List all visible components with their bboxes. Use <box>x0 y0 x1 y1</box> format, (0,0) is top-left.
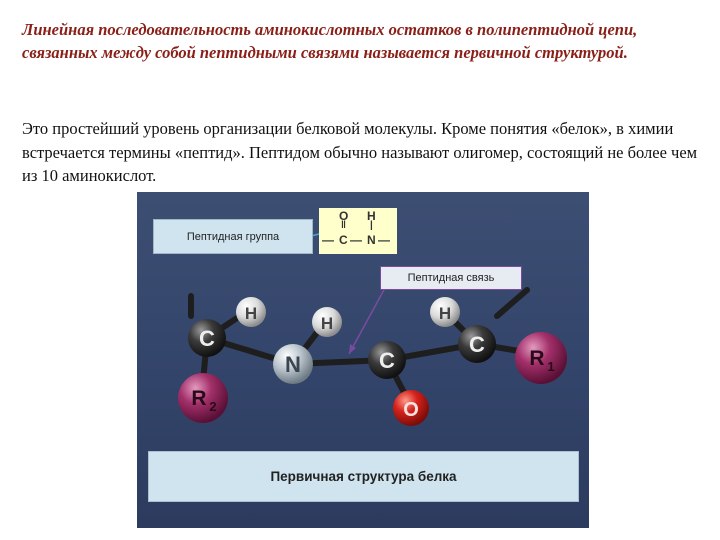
r2-label: R <box>191 387 206 410</box>
formula-dash-right: — <box>378 233 390 247</box>
peptide-group-formula: O H ‖ | — C — N — <box>319 208 397 254</box>
formula-dash-left: — <box>322 233 334 247</box>
nitrogen-label: N <box>285 352 301 377</box>
hydrogen-atom-2 <box>312 307 342 337</box>
r1-label: R <box>529 347 544 370</box>
hydrogen-label-3: H <box>439 304 451 323</box>
formula-nitrogen: N <box>367 233 376 247</box>
nitrogen-atom <box>273 344 313 384</box>
slide-paragraph: Это простейший уровень организации белко… <box>22 119 698 185</box>
r2-subscript: 2 <box>209 399 216 414</box>
formula-carbon: C <box>339 233 348 247</box>
oxygen-atom <box>393 390 429 426</box>
r1-atom <box>515 332 567 384</box>
formula-hydrogen: H <box>367 209 376 223</box>
hydrogen-atom-3 <box>430 297 460 327</box>
hydrogen-label-2: H <box>321 314 333 333</box>
carbon-atom-3 <box>458 325 496 363</box>
slide-heading: Линейная последовательность аминокислотн… <box>22 20 638 62</box>
hydrogen-atom-1 <box>236 297 266 327</box>
formula-single-bond: | <box>370 220 373 231</box>
r2-atom <box>178 373 228 423</box>
carbon-label-1: C <box>199 326 215 351</box>
bond-c3-up <box>494 287 530 319</box>
carbon-atom-2 <box>368 341 406 379</box>
peptide-group-label: Пептидная группа <box>153 219 313 254</box>
peptide-chain-figure: C C C N O H H H R 2 R 1 Пептидная группа… <box>137 192 589 528</box>
formula-double-bond: ‖ <box>341 220 346 231</box>
formula-dash-mid: — <box>350 233 362 247</box>
molecule-diagram: C C C N O H H H R 2 R 1 <box>178 231 567 426</box>
primary-structure-label: Первичная структура белка <box>148 451 579 502</box>
peptide-bond-arrowhead <box>349 344 356 354</box>
hydrogen-label-1: H <box>245 304 257 323</box>
carbon-label-3: C <box>469 332 485 357</box>
carbon-atom-1 <box>188 319 226 357</box>
r1-subscript: 1 <box>547 359 554 374</box>
oxygen-label: O <box>403 399 419 421</box>
peptide-bond-pointer <box>348 287 386 355</box>
formula-oxygen: O <box>339 209 349 223</box>
peptide-bond-label: Пептидная связь <box>380 266 522 290</box>
carbon-label-2: C <box>379 348 395 373</box>
